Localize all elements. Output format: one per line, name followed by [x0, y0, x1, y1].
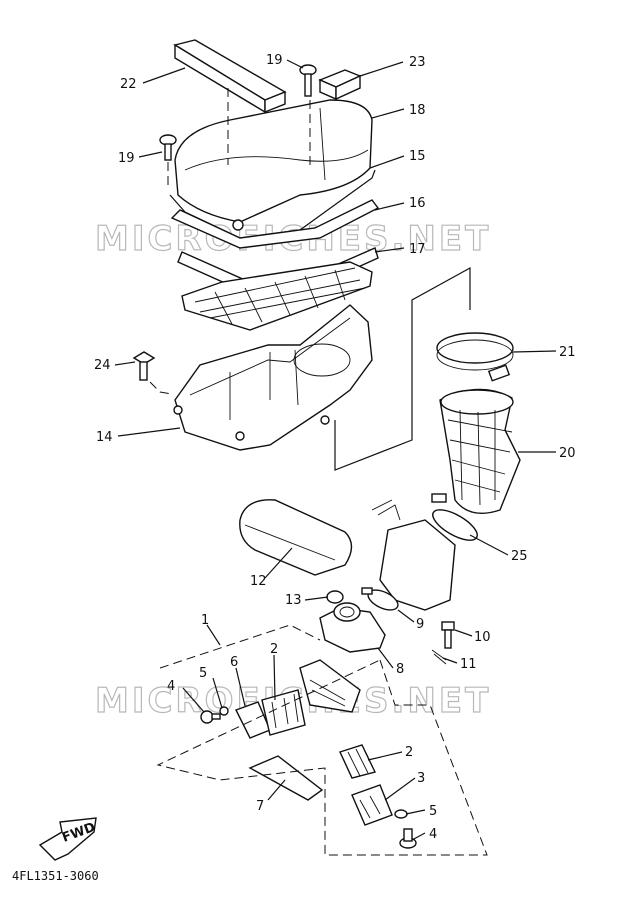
callout-17: 17 — [409, 242, 426, 257]
callout-5-upper: 5 — [199, 666, 207, 681]
part-23-pad — [318, 69, 362, 101]
part-8-intake-manifold — [319, 602, 386, 653]
callout-2-lower: 2 — [405, 745, 413, 760]
part-18-air-cleaner-cover — [174, 99, 373, 231]
assembly-1-boundary — [156, 624, 488, 856]
callout-7: 7 — [256, 799, 264, 814]
part-19-screw-left — [159, 134, 177, 161]
callout-8: 8 — [396, 662, 404, 677]
part-16-gasket — [170, 199, 380, 249]
callout-14: 14 — [96, 430, 113, 445]
callout-20: 20 — [559, 446, 576, 461]
callout-9: 9 — [416, 617, 424, 632]
callout-13: 13 — [285, 593, 302, 608]
part-9-clamp — [361, 587, 399, 611]
part-11-spring — [431, 649, 447, 665]
callout-25: 25 — [511, 549, 528, 564]
callout-11: 11 — [460, 657, 477, 672]
callout-2-upper: 2 — [270, 642, 278, 657]
callout-4-lower: 4 — [429, 827, 437, 842]
callout-6: 6 — [230, 655, 238, 670]
callout-5-lower: 5 — [429, 804, 437, 819]
part-2-reed-valve-upper — [261, 689, 306, 736]
part-21-hose-clamp — [436, 332, 514, 382]
part-19-screw-top — [299, 64, 317, 97]
callout-16: 16 — [409, 196, 426, 211]
part-25-hose-clamp — [431, 493, 478, 541]
drawing-code: 4FL1351-3060 — [12, 869, 99, 883]
part-14-air-cleaner-case — [173, 304, 373, 451]
callout-21: 21 — [559, 345, 576, 360]
callout-4-upper: 4 — [167, 679, 175, 694]
fwd-arrow: FWD — [38, 817, 98, 861]
carburetor-outline — [371, 499, 456, 611]
part-element-grid — [181, 261, 373, 331]
callout-3: 3 — [417, 771, 425, 786]
callout-22: 22 — [120, 77, 137, 92]
part-3-reed-stopper — [351, 784, 393, 826]
part-5-washer-lower — [394, 809, 408, 819]
callout-10: 10 — [474, 630, 491, 645]
callout-1: 1 — [201, 613, 209, 628]
callout-19-top: 19 — [266, 53, 283, 68]
part-20-air-duct-joint — [439, 388, 521, 514]
part-13-clamp — [326, 590, 344, 604]
part-4-screw-lower — [399, 828, 417, 849]
part-2-reed-valve-lower — [339, 744, 376, 779]
callout-15: 15 — [409, 149, 426, 164]
callout-23: 23 — [409, 55, 426, 70]
callout-19-left: 19 — [118, 151, 135, 166]
callout-18: 18 — [409, 103, 426, 118]
part-4-screw-upper — [200, 710, 221, 724]
callout-24: 24 — [94, 358, 111, 373]
part-10-bolt — [441, 621, 455, 649]
callout-12: 12 — [250, 574, 267, 589]
part-7-gasket — [248, 755, 324, 801]
part-24-bolt — [132, 351, 156, 381]
part-reed-block — [299, 659, 361, 713]
leader-lines — [114, 59, 557, 841]
part-12-intake-cover — [239, 499, 353, 576]
part-22-sponge-block — [173, 39, 287, 114]
part-5-washer-upper — [219, 706, 229, 716]
